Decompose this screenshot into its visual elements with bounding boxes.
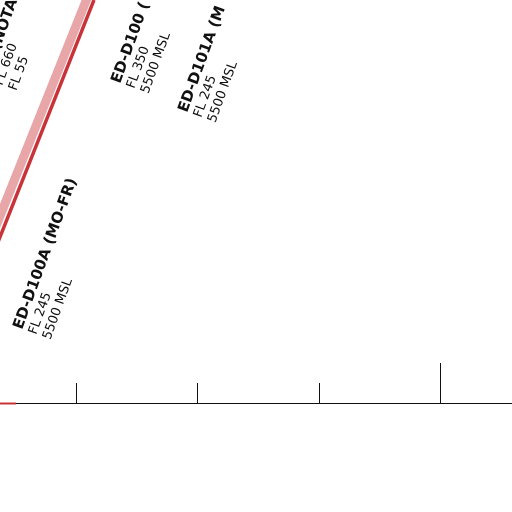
airspace-label-ed-d101a: ED-D101A (M FL 245 5500 MSL (174, 3, 241, 124)
restricted-area-boundary-shade (0, 0, 92, 229)
restricted-area-boundary-line (0, 0, 96, 242)
airspace-label-ed-d100: ED-D100 ( FL 350 5500 MSL (107, 0, 174, 96)
airspace-label-ed-d100a: ED-D100A (MO-FR) FL 245 5500 MSL (9, 175, 80, 341)
airspace-label-notam: A 1 (NOTAM FL 660 FL 55 (0, 0, 32, 93)
scale-bar (0, 363, 512, 404)
